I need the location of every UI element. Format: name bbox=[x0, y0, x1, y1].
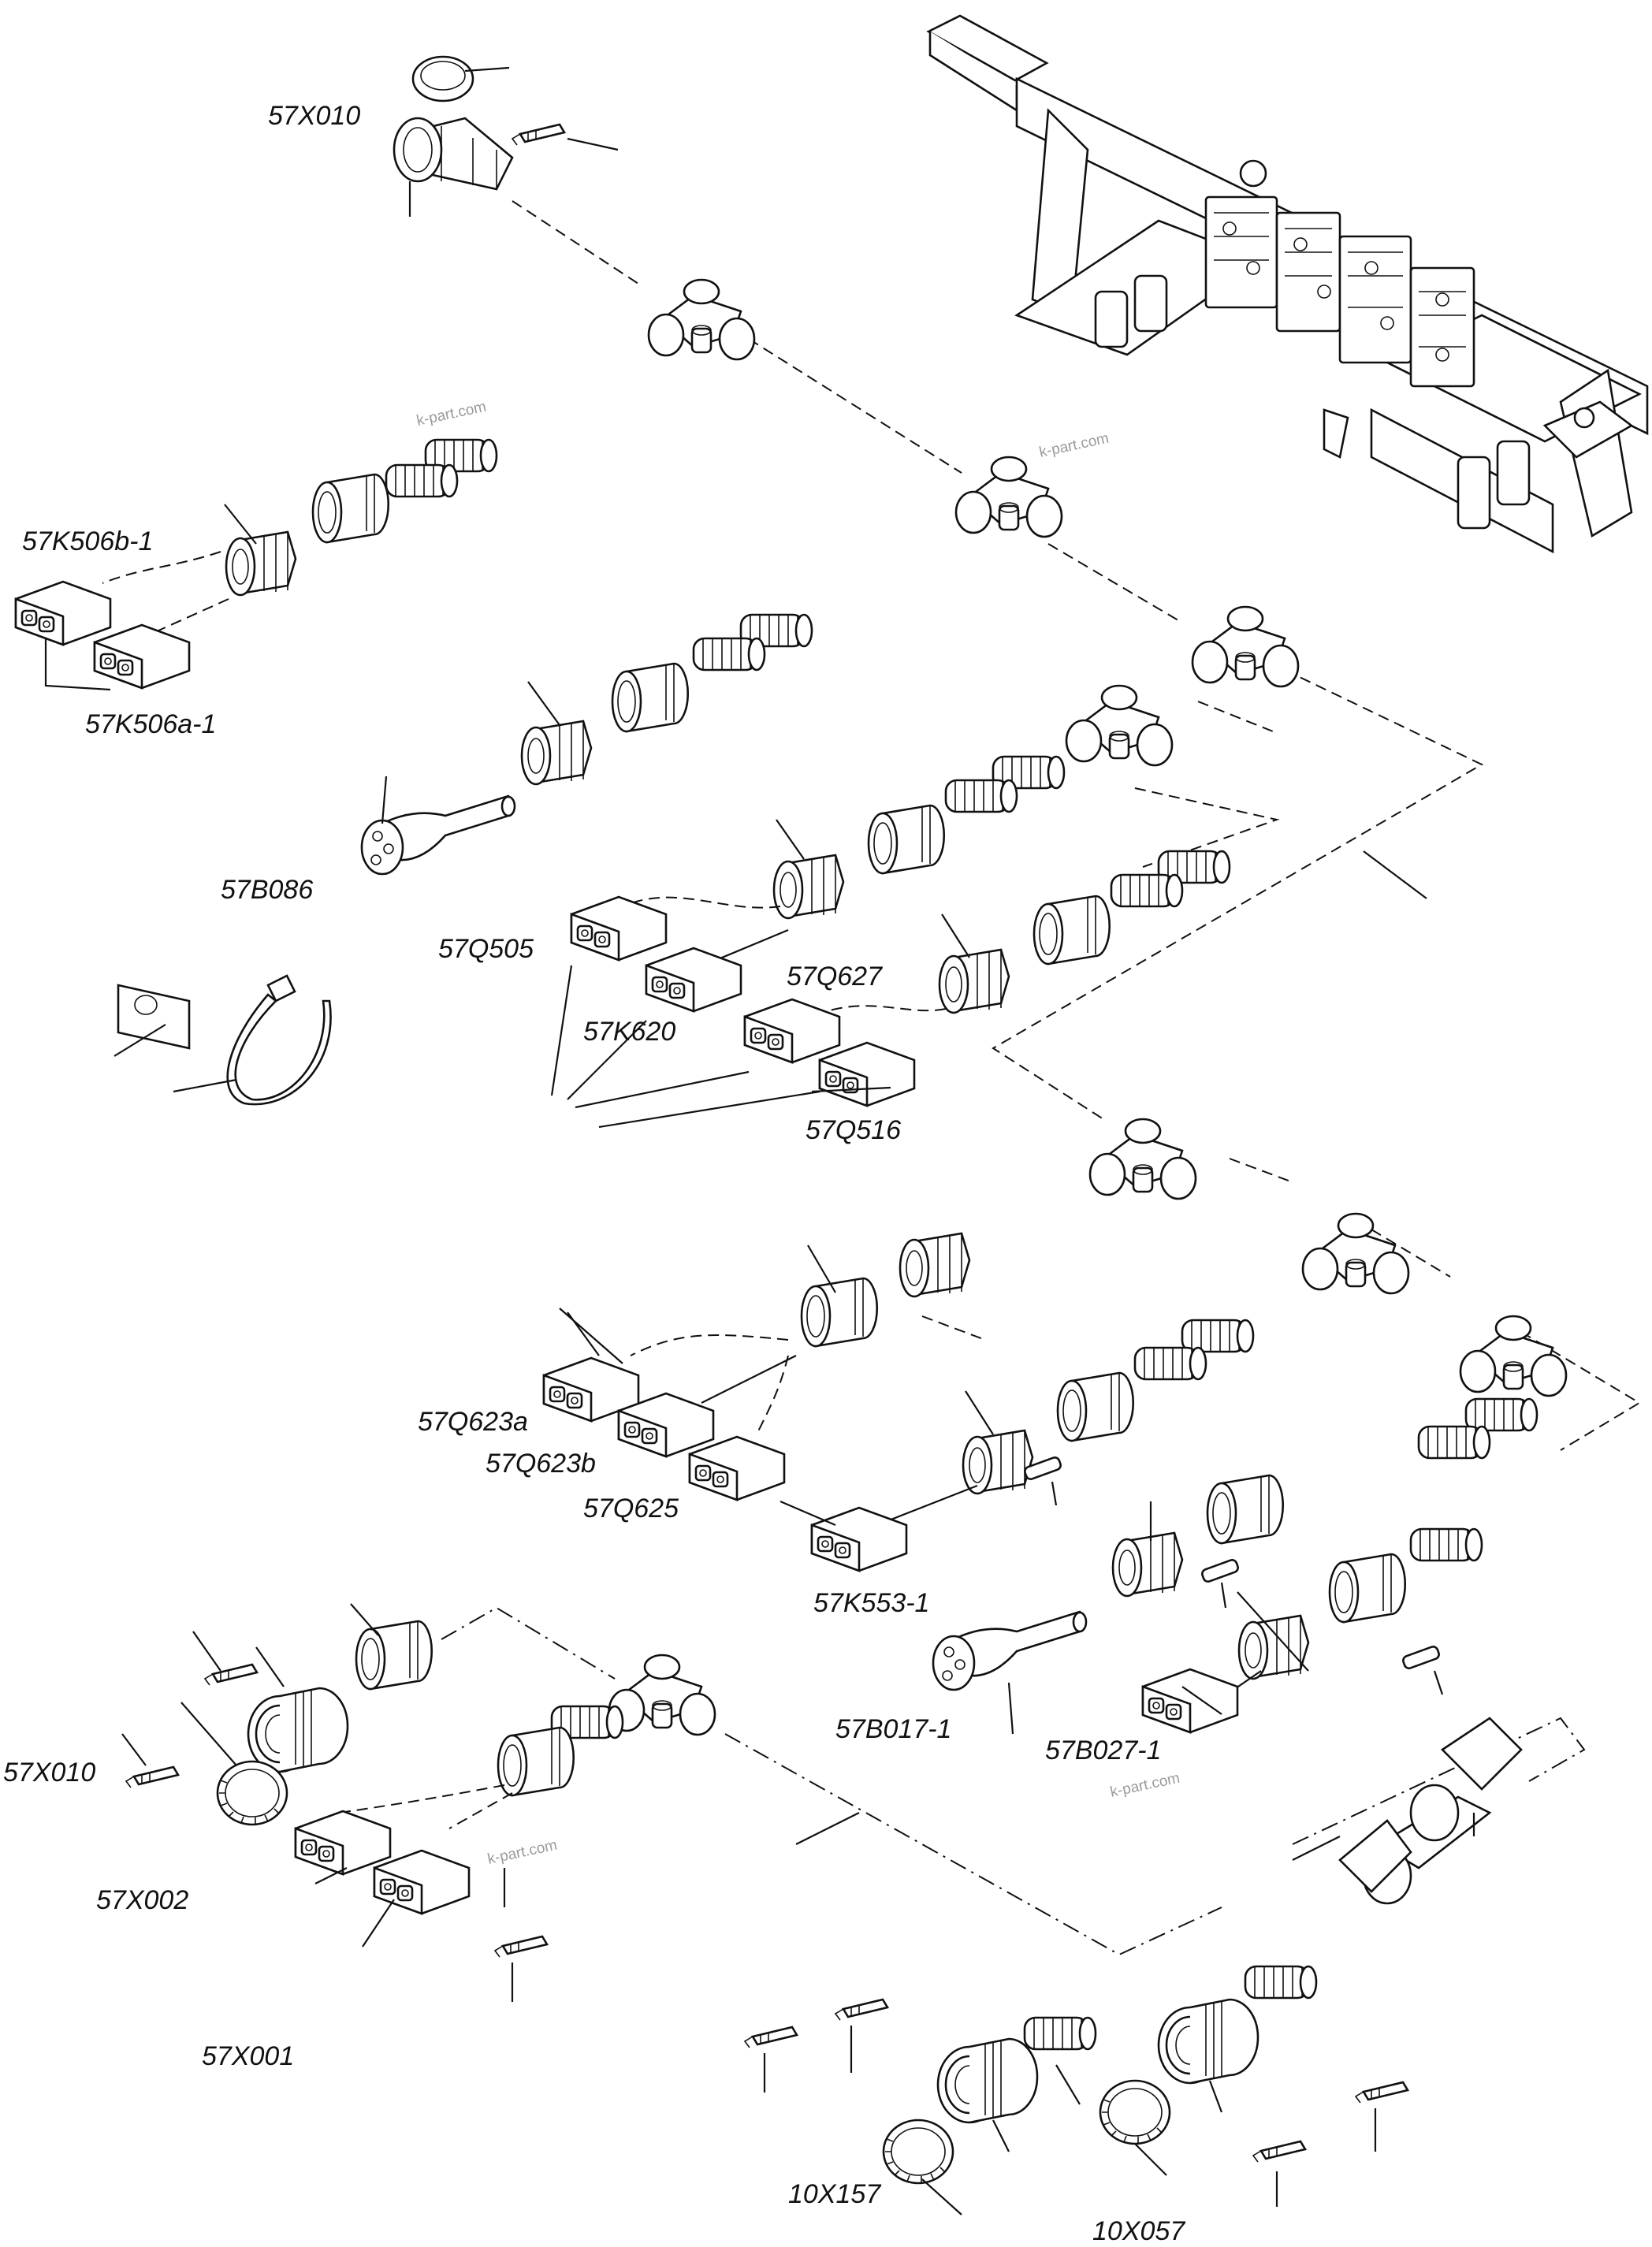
connector-57x001 bbox=[493, 1868, 549, 2002]
t-junction-icon bbox=[1088, 1118, 1197, 1200]
t-junction-icon bbox=[1065, 684, 1174, 767]
label-57q505: 57Q505 bbox=[438, 934, 534, 964]
t-junction-icon bbox=[1191, 605, 1300, 688]
connector-57x010-bottom bbox=[121, 1603, 433, 1826]
label-57q627: 57Q627 bbox=[787, 962, 883, 991]
branch-57q505 bbox=[570, 755, 1066, 1013]
branch-57q623 bbox=[542, 1232, 971, 1501]
branch-57q627 bbox=[743, 850, 1231, 1107]
branch-57b086 bbox=[360, 613, 813, 876]
connector-10x157-10x057 bbox=[743, 1717, 1523, 2215]
t-junction-icon bbox=[1301, 1212, 1410, 1295]
break-marks bbox=[795, 850, 1427, 1861]
branch-57b017 bbox=[932, 1397, 1539, 1735]
connector-57x002 bbox=[294, 1705, 624, 1948]
harness-lines bbox=[441, 200, 1641, 1956]
connector-57x010-top bbox=[393, 55, 619, 217]
t-junction-icon bbox=[1459, 1315, 1568, 1397]
t-junction-icon bbox=[647, 278, 756, 361]
machine-frame-icon bbox=[926, 14, 1649, 554]
watermark-text: k-part.com bbox=[1109, 1770, 1181, 1801]
t-junction-icon bbox=[608, 1654, 716, 1736]
branch-57k506 bbox=[14, 438, 498, 691]
leader-lines bbox=[550, 965, 820, 1129]
label-57q625: 57Q625 bbox=[583, 1494, 679, 1523]
label-57q623a: 57Q623a bbox=[418, 1407, 528, 1437]
label-plate-icon bbox=[113, 984, 191, 1057]
label-57k553: 57K553-1 bbox=[813, 1588, 929, 1618]
label-57x010-top: 57X010 bbox=[268, 101, 360, 131]
label-57q516: 57Q516 bbox=[806, 1115, 901, 1145]
label-57k506b: 57K506b-1 bbox=[22, 526, 153, 556]
label-57x001: 57X001 bbox=[202, 2041, 294, 2071]
label-57x010-bottom: 57X010 bbox=[3, 1758, 95, 1788]
label-57b027: 57B027-1 bbox=[1045, 1735, 1161, 1765]
label-57q623b: 57Q623b bbox=[486, 1449, 596, 1479]
label-57b086: 57B086 bbox=[221, 875, 313, 905]
watermark-text: k-part.com bbox=[1038, 430, 1111, 461]
label-10x057: 10X057 bbox=[1092, 2216, 1185, 2246]
branch-57k553 bbox=[779, 1319, 1255, 1572]
label-57x002: 57X002 bbox=[96, 1885, 188, 1915]
branch-57b027 bbox=[1141, 1527, 1483, 1734]
cable-tie-icon bbox=[173, 974, 332, 1106]
t-junction-icon bbox=[954, 456, 1063, 538]
label-57b017: 57B017-1 bbox=[835, 1714, 951, 1744]
label-10x157: 10X157 bbox=[788, 2179, 881, 2209]
watermark-text: k-part.com bbox=[415, 399, 488, 430]
label-57k506a: 57K506a-1 bbox=[85, 709, 216, 739]
watermark-text: k-part.com bbox=[486, 1837, 559, 1868]
label-57k620: 57K620 bbox=[583, 1017, 675, 1047]
